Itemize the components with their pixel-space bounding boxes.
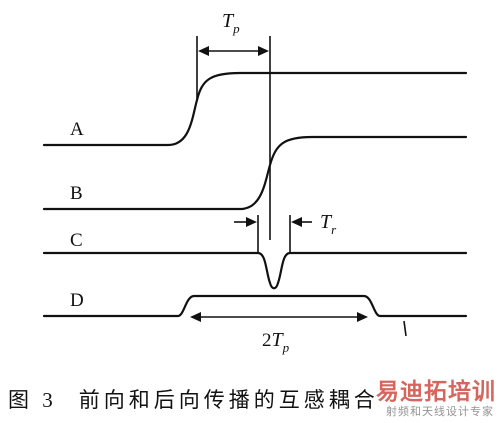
two-tp-arrowhead-right	[357, 312, 368, 322]
tr-label: Tr	[320, 211, 337, 237]
two-tp-prefix: 2	[262, 330, 272, 351]
two-tp-arrowhead-left	[190, 312, 201, 322]
two-tp-label: 2Tp	[262, 329, 290, 355]
watermark: 易迪拓培训 射频和天线设计专家	[330, 372, 500, 422]
trace-d-waveform	[42, 294, 468, 318]
tr-symbol: T	[320, 211, 333, 233]
figure-number: 图 3	[8, 388, 57, 412]
trace-c-waveform	[42, 251, 468, 290]
trace-b-waveform	[42, 135, 468, 211]
figure-caption: 图 3 前向和后向传播的互感耦合	[8, 384, 379, 414]
tr-arrowhead-left	[246, 217, 257, 227]
watermark-brand: 易迪拓培训	[376, 379, 496, 405]
trace-label-d: D	[70, 290, 84, 311]
two-tp-symbol: T	[272, 329, 285, 351]
tp-subscript: p	[232, 21, 240, 36]
tp-arrowhead-right	[258, 46, 269, 56]
tr-subscript: r	[331, 222, 337, 237]
trace-a-waveform	[42, 71, 468, 147]
watermark-tagline: 射频和天线设计专家	[386, 405, 494, 418]
tp-label: Tp	[222, 10, 240, 36]
trace-label-b: B	[70, 183, 83, 204]
trace-label-a: A	[70, 119, 84, 140]
two-tp-subscript: p	[282, 340, 290, 355]
tr-arrowhead-right	[291, 217, 302, 227]
trace-label-c: C	[70, 230, 83, 251]
figure-caption-text: 前向和后向传播的互感耦合	[78, 388, 379, 412]
tp-symbol: T	[222, 10, 235, 32]
scan-mark	[403, 320, 407, 337]
tp-arrowhead-left	[198, 46, 209, 56]
